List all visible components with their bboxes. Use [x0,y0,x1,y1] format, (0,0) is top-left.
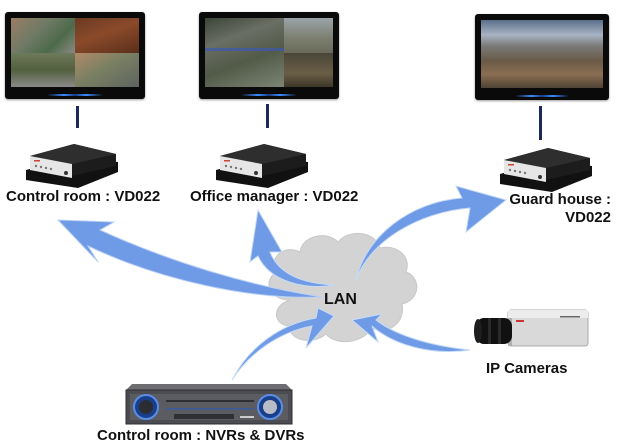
decoder-box-icon [216,144,308,188]
lan-label: LAN [324,291,357,308]
decoder-box-icon [26,144,118,188]
monitor-screen-dual-view [205,18,333,87]
label-control-room-vd022: Control room : VD022 [6,188,161,205]
cable-office-manager [266,104,269,128]
monitor-power-light [241,94,297,96]
monitor-control-room [5,12,145,99]
label-guard-house-line1: Guard house : [509,191,611,208]
arrow-lan-to-office-manager [249,208,336,287]
arrow-lan-to-control-room [56,219,323,298]
monitor-screen-quad-view [11,18,139,87]
label-ip-cameras: IP Cameras [486,360,568,377]
nvr-recorder-icon [125,384,293,425]
monitor-power-light [515,95,569,97]
monitor-power-light [47,94,103,96]
monitor-office-manager [199,12,339,99]
arrow-camera-to-lan [350,313,471,353]
cable-guard-house [539,106,542,140]
monitor-screen-city-view [481,20,603,88]
label-office-manager-vd022: Office manager : VD022 [190,188,359,205]
label-guard-house-line2: VD022 [565,209,611,226]
arrow-lan-to-guard-house [355,185,508,281]
monitor-guard-house [475,14,609,100]
cable-control-room [76,106,79,128]
arrow-nvr-to-lan [231,307,335,381]
ip-camera-icon [474,309,589,347]
label-nvrs-dvrs: Control room : NVRs & DVRs [97,427,305,444]
decoder-box-icon [500,148,592,192]
